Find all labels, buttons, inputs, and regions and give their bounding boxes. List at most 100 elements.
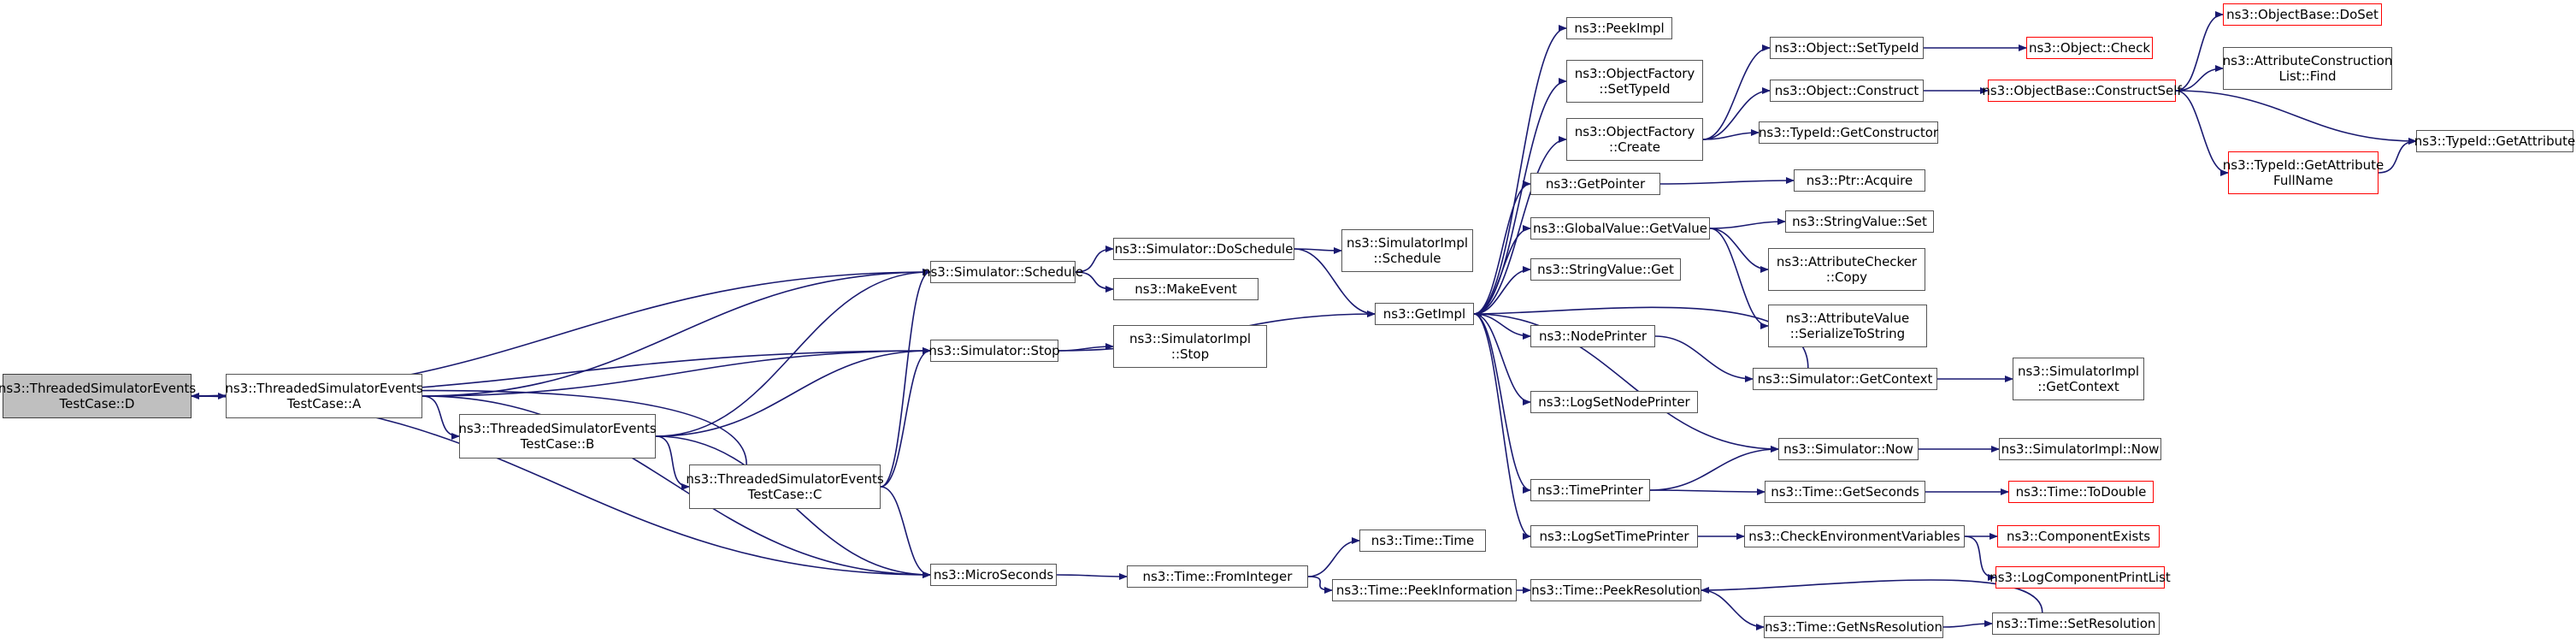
node-implschedule[interactable]: ns3::SimulatorImpl::Schedule <box>1341 229 1473 272</box>
node-gvgetvalue[interactable]: ns3::GlobalValue::GetValue <box>1530 217 1710 240</box>
edge-A-to-B <box>421 395 460 440</box>
node-timetime[interactable]: ns3::Time::Time <box>1359 530 1486 552</box>
node-attrvalser[interactable]: ns3::AttributeValue::SerializeToString <box>1768 305 1927 347</box>
node-label: ns3::Time::ToDouble <box>2015 484 2147 500</box>
node-label: ns3::StringValue::Get <box>1537 262 1674 277</box>
edge-fromint-to-peekinfo <box>1307 576 1333 594</box>
node-label: ns3::ComponentExists <box>2006 529 2151 544</box>
node-label: ns3::Time::PeekInformation <box>1335 583 1513 598</box>
node-label: ::Copy <box>1825 269 1868 285</box>
node-label: ns3::Object::Construct <box>1774 83 1919 98</box>
node-label: ns3::ThreadedSimulatorEvents <box>0 381 197 396</box>
node-svset[interactable]: ns3::StringValue::Set <box>1785 210 1934 233</box>
edge-obconstructself-to-tidgetattrfull <box>2175 90 2229 176</box>
node-timegetsec[interactable]: ns3::Time::GetSeconds <box>1765 481 1925 503</box>
edge-C-to-schedule <box>880 269 931 488</box>
node-label: TestCase::A <box>286 396 362 411</box>
node-ptracquire[interactable]: ns3::Ptr::Acquire <box>1794 169 1925 192</box>
edge-C-to-stop <box>880 347 931 488</box>
edge-checkenv-to-logcomplist <box>1964 535 1996 581</box>
edge-tidgetattrfull-to-tidgetattr <box>2378 138 2417 174</box>
node-label: TestCase::B <box>520 436 595 452</box>
edge-obconstructself-to-acfind <box>2175 65 2224 92</box>
node-logtimeprinter[interactable]: ns3::LogSetTimePrinter <box>1530 525 1698 547</box>
node-objcheck[interactable]: ns3::Object::Check <box>2026 37 2153 59</box>
edge-getimpl-to-timeprinter <box>1473 313 1531 494</box>
node-simnow[interactable]: ns3::Simulator::Now <box>1778 438 1919 460</box>
node-label: ns3::LogComponentPrintList <box>1989 570 2171 585</box>
edge-ofcreate-to-objconstruct <box>1702 87 1771 140</box>
edge-B-to-stop <box>655 347 931 437</box>
node-simgetctx[interactable]: ns3::Simulator::GetContext <box>1753 368 1937 390</box>
edge-C-to-micro <box>880 486 931 578</box>
edge-B-to-C <box>655 435 690 490</box>
node-label: ns3::AttributeConstruction <box>2222 53 2393 68</box>
node-fromint[interactable]: ns3::Time::FromInteger <box>1127 565 1308 588</box>
node-timeprinter[interactable]: ns3::TimePrinter <box>1530 479 1650 501</box>
node-label: ns3::AttributeValue <box>1785 311 1910 326</box>
node-implstop[interactable]: ns3::SimulatorImpl::Stop <box>1113 325 1267 368</box>
node-getnsres[interactable]: ns3::Time::GetNsResolution <box>1764 616 1943 638</box>
node-label: ns3::AttributeChecker <box>1776 254 1918 269</box>
edge-ofcreate-to-objsettype <box>1702 44 1771 140</box>
node-label: ns3::ObjectBase::DoSet <box>2226 7 2379 22</box>
node-setres[interactable]: ns3::Time::SetResolution <box>1992 612 2160 635</box>
node-label: ns3::SimulatorImpl::Now <box>2001 441 2160 457</box>
node-getimpl[interactable]: ns3::GetImpl <box>1375 303 1474 325</box>
node-makeevent[interactable]: ns3::MakeEvent <box>1113 278 1259 300</box>
node-typeidctor[interactable]: ns3::TypeId::GetConstructor <box>1759 121 1938 144</box>
node-label: ns3::TimePrinter <box>1537 482 1643 498</box>
node-lognodeprinter[interactable]: ns3::LogSetNodePrinter <box>1530 391 1698 413</box>
node-ofsettype[interactable]: ns3::ObjectFactory::SetTypeId <box>1566 60 1703 103</box>
node-peekinfo[interactable]: ns3::Time::PeekInformation <box>1332 579 1517 601</box>
node-svget[interactable]: ns3::StringValue::Get <box>1530 258 1681 281</box>
node-label: ns3::GlobalValue::GetValue <box>1532 221 1708 236</box>
edge-peekres-to-getnsres <box>1701 589 1765 630</box>
node-label: ::GetContext <box>2037 379 2119 394</box>
edge-getimpl-to-simnow <box>1473 313 1779 453</box>
node-objsettype[interactable]: ns3::Object::SetTypeId <box>1770 37 1924 59</box>
node-compexists[interactable]: ns3::ComponentExists <box>1997 525 2160 547</box>
node-micro[interactable]: ns3::MicroSeconds <box>930 564 1057 586</box>
node-getpointer[interactable]: ns3::GetPointer <box>1530 173 1660 195</box>
node-logcomplist[interactable]: ns3::LogComponentPrintList <box>1989 566 2171 589</box>
node-implnow[interactable]: ns3::SimulatorImpl::Now <box>1999 438 2161 460</box>
edge-getimpl-to-logtimeprinter <box>1473 313 1531 540</box>
node-todouble[interactable]: ns3::Time::ToDouble <box>2008 481 2154 503</box>
edge-timeprinter-to-simnow <box>1649 446 1779 491</box>
node-label: List::Find <box>2278 68 2337 84</box>
node-checkenv[interactable]: ns3::CheckEnvironmentVariables <box>1744 525 1965 547</box>
node-obdoset[interactable]: ns3::ObjectBase::DoSet <box>2223 3 2382 26</box>
edge-A-to-stop <box>421 347 931 397</box>
edge-schedule-to-doschedule <box>1075 246 1114 273</box>
node-schedule[interactable]: ns3::Simulator::Schedule <box>923 261 1083 283</box>
node-obconstructself[interactable]: ns3::ObjectBase::ConstructSelf <box>1982 80 2182 102</box>
node-label: ns3::Object::SetTypeId <box>1774 40 1919 56</box>
node-peekres[interactable]: ns3::Time::PeekResolution <box>1530 579 1701 601</box>
node-label: ns3::Time::GetNsResolution <box>1765 619 1942 635</box>
node-peekimpl[interactable]: ns3::PeekImpl <box>1566 17 1672 39</box>
node-doschedule[interactable]: ns3::Simulator::DoSchedule <box>1113 238 1294 260</box>
edge-getimpl-to-svget <box>1473 266 1531 315</box>
node-label: ns3::LogSetNodePrinter <box>1538 394 1690 410</box>
node-label: FullName <box>2273 173 2333 188</box>
node-label: ns3::ObjectFactory <box>1574 66 1695 81</box>
node-impgetctx[interactable]: ns3::SimulatorImpl::GetContext <box>2013 358 2144 400</box>
node-attrcheckcopy[interactable]: ns3::AttributeChecker::Copy <box>1768 248 1925 291</box>
edge-A-to-schedule <box>421 269 931 397</box>
node-label: ns3::PeekImpl <box>1574 21 1665 36</box>
edge-doschedule-to-getimpl <box>1294 248 1376 317</box>
node-label: ns3::NodePrinter <box>1538 328 1648 344</box>
node-nodeprinter[interactable]: ns3::NodePrinter <box>1530 325 1655 347</box>
node-tidgetattr[interactable]: ns3::TypeId::GetAttribute <box>2414 130 2575 152</box>
edge-schedule-to-makeevent <box>1075 271 1114 293</box>
node-ofcreate[interactable]: ns3::ObjectFactory::Create <box>1566 118 1703 161</box>
node-stop[interactable]: ns3::Simulator::Stop <box>928 340 1060 362</box>
node-objconstruct[interactable]: ns3::Object::Construct <box>1770 80 1924 102</box>
